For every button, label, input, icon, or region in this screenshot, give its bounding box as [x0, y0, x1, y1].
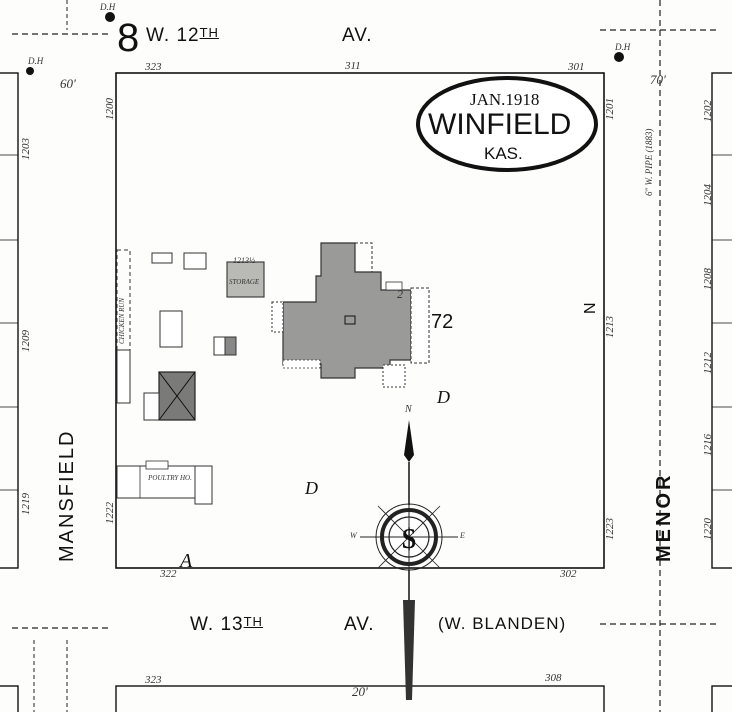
- street-south-sup: TH: [243, 614, 263, 629]
- lot-marker-a: A: [180, 550, 193, 572]
- addr-north-1: 323: [145, 61, 162, 73]
- dwelling-stories: 2: [397, 287, 403, 301]
- storage-number: 1213½: [233, 256, 255, 265]
- compass-e: E: [460, 531, 465, 540]
- street-south-suffix: AV.: [344, 614, 375, 635]
- south-adjacent-block: [115, 685, 605, 712]
- addr-fareast-1: 1202: [702, 100, 714, 122]
- north-arrow-icon: [404, 420, 414, 462]
- dwelling-rear-porch: [382, 364, 406, 388]
- lot-marker-d1: D: [305, 478, 318, 498]
- addr-west-4: 1219: [20, 493, 32, 515]
- shed-1: [151, 252, 173, 264]
- east-adjacent-block: [711, 72, 732, 569]
- addr-nextblock-1: 323: [145, 674, 162, 686]
- addr-west-1: 1200: [104, 98, 116, 120]
- street-north-suffix: AV.: [342, 25, 373, 46]
- addr-nextblock-2: 308: [545, 672, 562, 684]
- hydrant-label-nw: D.H: [100, 2, 116, 12]
- block-number: 72: [431, 311, 454, 333]
- shed-2: [183, 252, 207, 270]
- lot-marker-n: N: [582, 302, 599, 314]
- chicken-run-shed: [116, 349, 131, 404]
- street-north: W. 12TH: [146, 25, 219, 47]
- addr-east-3: 1223: [604, 518, 616, 540]
- width-south: 20': [352, 684, 368, 699]
- compass-rose: $: [360, 495, 458, 580]
- cartouche-city: WINFIELD: [428, 108, 572, 141]
- storage-building: [226, 261, 265, 298]
- compass-monogram-icon: $: [402, 524, 416, 555]
- title-cartouche: [416, 76, 598, 172]
- pipe-label: 6" W. PIPE (1883): [644, 128, 654, 196]
- main-block-outline: [115, 72, 605, 569]
- hydrant-ne-icon: [614, 52, 624, 62]
- main-dwelling: [282, 242, 412, 379]
- hydrant-label-w: D.H: [28, 56, 44, 66]
- addr-fareast-6: 1220: [702, 518, 714, 540]
- cartouche-date: JAN.1918: [470, 90, 540, 109]
- addr-east-2: 1213: [604, 316, 616, 338]
- west-adjacent-block: [0, 72, 19, 569]
- addr-fareast-4: 1212: [702, 352, 714, 374]
- compass-n: N: [405, 404, 412, 415]
- addr-south-2: 302: [560, 568, 577, 580]
- hydrant-nw-icon: [105, 12, 115, 22]
- addr-west-5: 1222: [104, 502, 116, 524]
- chicken-run-label: CHICKEN RUN: [118, 297, 126, 344]
- hydrant-w-icon: [26, 67, 34, 75]
- shed-3: [159, 310, 183, 348]
- dwelling-east-porch: [410, 287, 430, 364]
- lot-marker-d2: D: [437, 387, 450, 407]
- street-south: W. 13TH: [190, 614, 263, 636]
- street-south-alt: (W. BLANDEN): [438, 614, 567, 633]
- addr-south-1: 322: [160, 568, 177, 580]
- addr-east-1: 1201: [604, 98, 616, 120]
- width-north-west: 60': [60, 76, 76, 91]
- street-east: MENOR: [653, 472, 675, 562]
- addr-fareast-5: 1216: [702, 434, 714, 456]
- addr-north-3: 301: [568, 61, 585, 73]
- poultry-house-label: POULTRY HO.: [148, 474, 192, 482]
- south-arrow-icon: [403, 600, 415, 700]
- street-north-sup: TH: [199, 25, 219, 40]
- hydrant-label-ne: D.H: [615, 42, 631, 52]
- width-north-east: 70': [650, 72, 666, 87]
- addr-west-3: 1209: [20, 330, 32, 352]
- dwelling-west-porch: [271, 301, 284, 333]
- street-south-name: W. 13: [190, 614, 244, 635]
- addr-fareast-3: 1208: [702, 268, 714, 290]
- sheet-number: 8: [117, 16, 140, 60]
- street-north-name: W. 12: [146, 25, 200, 46]
- addr-west-2: 1203: [20, 138, 32, 160]
- addr-north-2: 311: [345, 60, 361, 72]
- addr-fareast-2: 1204: [702, 184, 714, 206]
- storage-label: STORAGE: [229, 278, 260, 286]
- compass-w: W: [350, 531, 357, 540]
- street-west: MANSFIELD: [56, 429, 78, 562]
- cartouche-state: KAS.: [484, 144, 523, 163]
